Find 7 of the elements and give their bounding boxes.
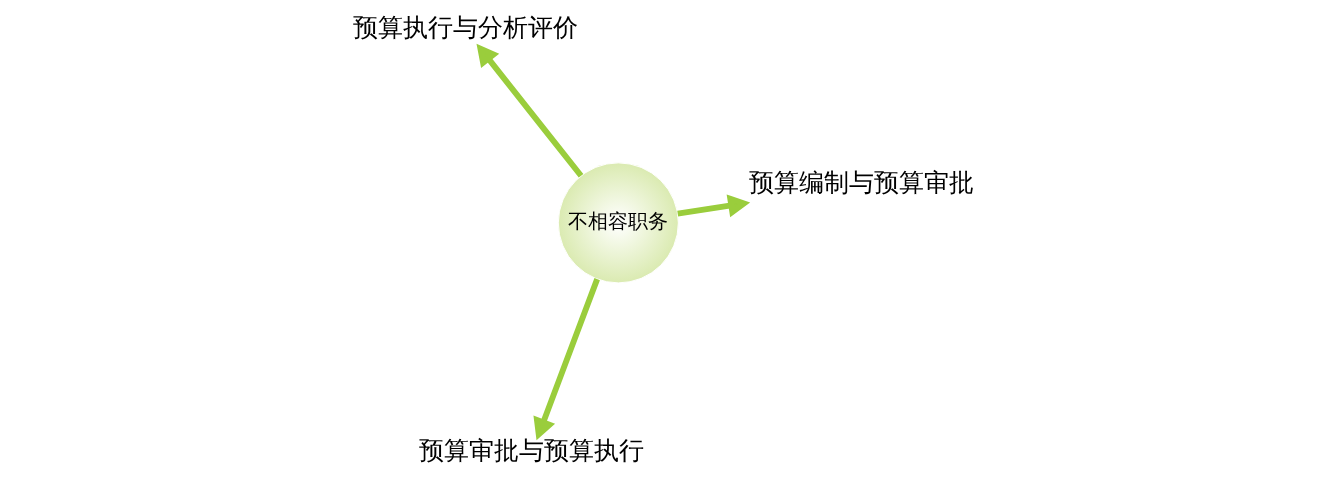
arrow [676, 194, 750, 218]
node-circle: 不相容职务 [557, 162, 679, 284]
arrow [476, 43, 583, 178]
node-text: 预算编制与预算审批 [748, 167, 974, 198]
node-text: 预算审批与预算执行 [418, 434, 644, 465]
arrow [532, 278, 600, 441]
node-text: 预算执行与分析评价 [352, 12, 578, 43]
